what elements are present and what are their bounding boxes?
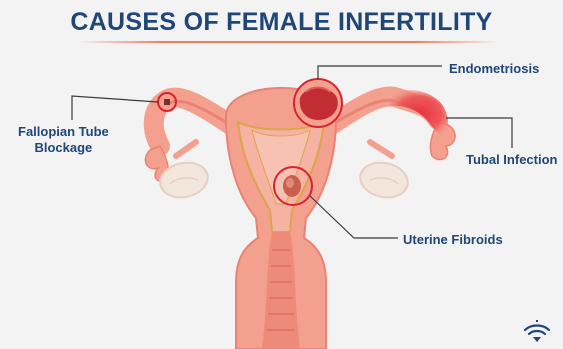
right-ovary <box>357 142 411 202</box>
label-fallopian-tube-blockage: Fallopian TubeBlockage <box>18 124 109 156</box>
leader-endometriosis <box>318 66 442 79</box>
brand-mark-icon <box>523 318 551 344</box>
leader-fibroid <box>310 196 398 238</box>
leader-tubal <box>446 118 512 148</box>
label-endometriosis: Endometriosis <box>449 61 539 77</box>
label-tubal-infection: Tubal Infection <box>466 152 557 168</box>
label-uterine-fibroids: Uterine Fibroids <box>403 232 503 248</box>
endometriosis-callout <box>294 79 342 127</box>
